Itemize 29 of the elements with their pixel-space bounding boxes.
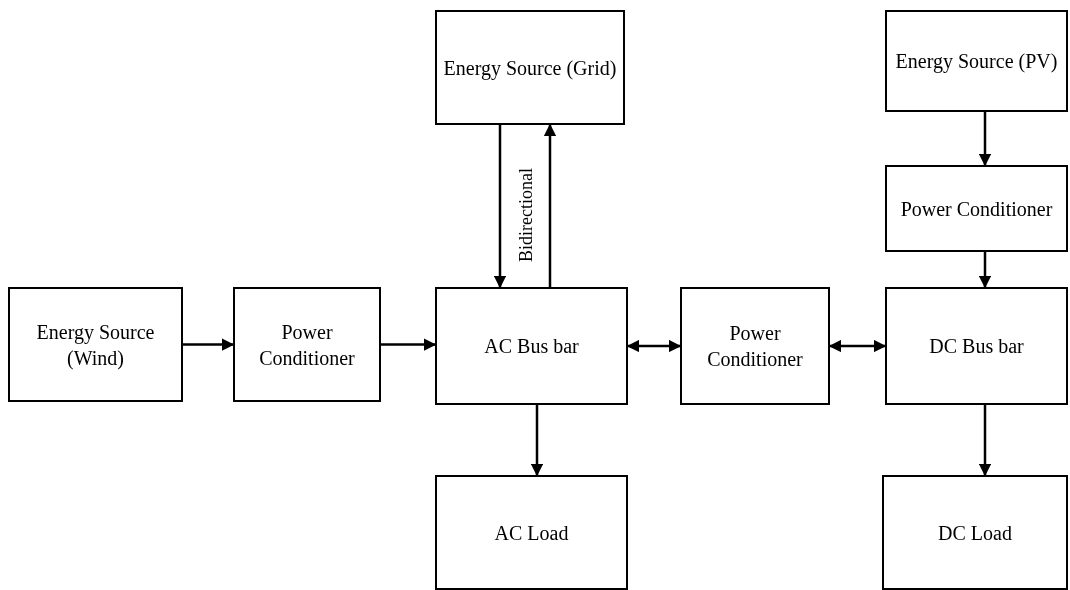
block-label: Power Conditioner xyxy=(706,321,804,372)
block-label: DC Bus bar xyxy=(928,334,1025,359)
block-box xyxy=(233,287,381,402)
block-label: Energy Source (Grid) xyxy=(442,55,618,81)
block-label: Energy Source (PV) xyxy=(894,49,1059,74)
arrow xyxy=(493,125,507,289)
arrow xyxy=(381,338,437,351)
block-label: Power Conditioner xyxy=(258,319,356,371)
annotation-text: Bidirectional xyxy=(516,168,537,262)
block-label: Energy Source (Wind) xyxy=(35,319,156,371)
block-box xyxy=(435,10,625,125)
block-box xyxy=(8,287,183,402)
arrow xyxy=(978,405,992,477)
block-label: DC Load xyxy=(937,520,1013,546)
block-label: Power Conditioner xyxy=(899,196,1054,222)
block-box xyxy=(885,165,1068,252)
block-box xyxy=(882,475,1068,590)
block-box xyxy=(885,287,1068,405)
block-label: AC Load xyxy=(493,520,570,546)
block-box xyxy=(435,475,628,590)
arrow xyxy=(978,252,992,289)
arrow xyxy=(183,338,235,351)
block-box xyxy=(435,287,628,405)
block-box xyxy=(885,10,1068,112)
block-label: AC Bus bar xyxy=(483,334,580,359)
block-box xyxy=(680,287,830,405)
arrow xyxy=(978,112,992,167)
arrow xyxy=(543,123,557,287)
arrow xyxy=(530,405,544,477)
